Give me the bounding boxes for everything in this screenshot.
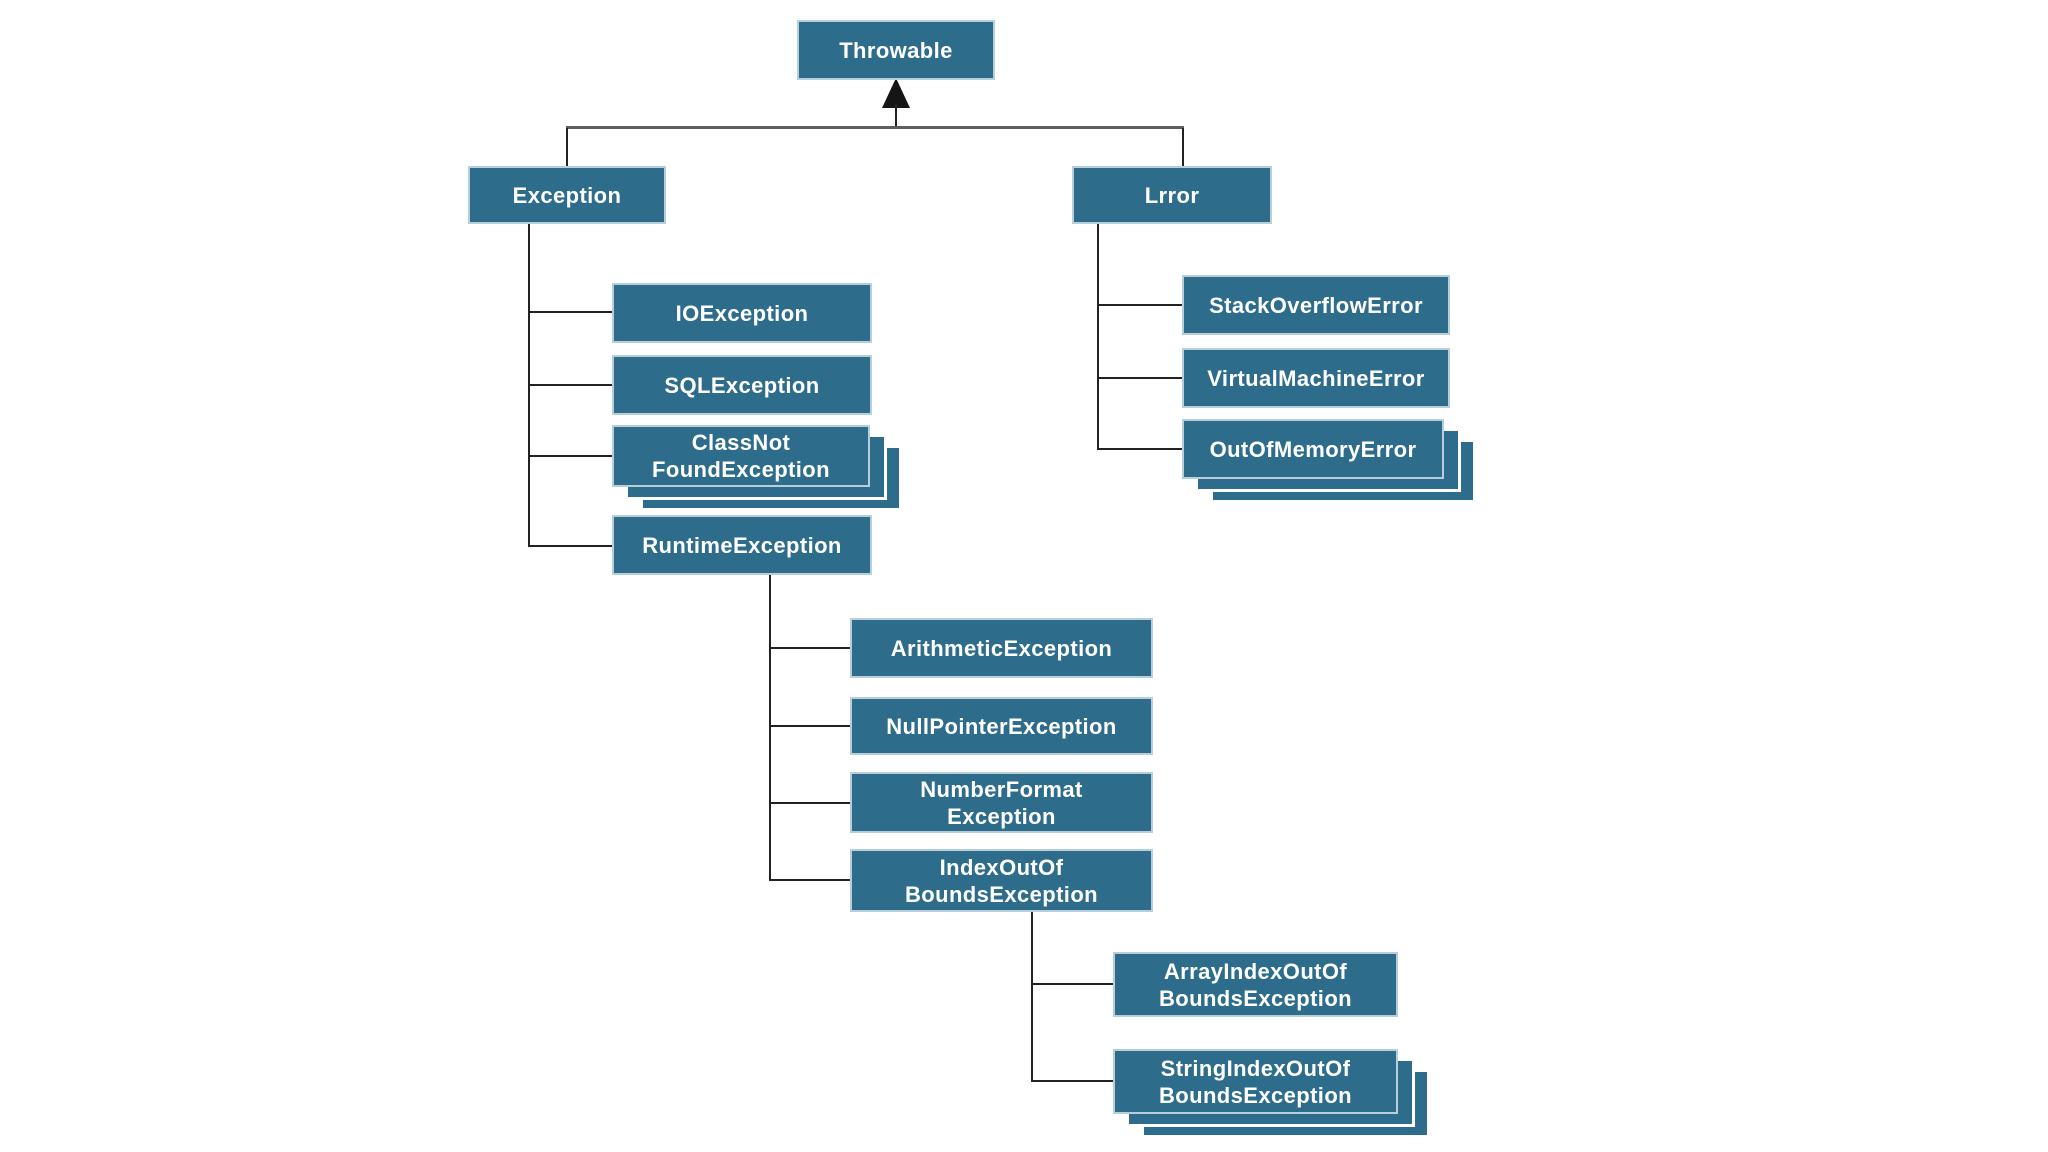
node-outofmemoryerror: OutOfMemoryError <box>1182 419 1444 479</box>
connector-stub-arithmetic <box>769 647 850 649</box>
node-error: Lrror <box>1072 166 1272 224</box>
connector-stub-indexoutofbounds <box>769 879 850 881</box>
node-throwable: Throwable <box>797 20 995 80</box>
node-label: Exception <box>512 182 622 208</box>
connector-error-trunk <box>1097 224 1099 450</box>
connector-drop-exception <box>566 128 568 166</box>
connector-stub-virtualmachine <box>1097 377 1182 379</box>
node-label: ArithmeticException <box>890 635 1113 661</box>
connector-indexoutofbounds-trunk <box>1031 912 1033 1082</box>
node-label-line2: BoundsException <box>1158 985 1352 1011</box>
node-label: VirtualMachineError <box>1207 365 1425 391</box>
node-exception: Exception <box>468 166 666 224</box>
node-label: OutOfMemoryError <box>1209 436 1417 462</box>
node-runtimeexception: RuntimeException <box>612 515 872 575</box>
connector-runtime-trunk <box>769 575 771 881</box>
connector-arrow-stem <box>895 104 897 128</box>
node-stackoverflowerror: StackOverflowError <box>1182 275 1450 335</box>
node-arithmeticexception: ArithmeticException <box>850 618 1153 678</box>
node-label-line2: FoundException <box>652 457 830 482</box>
node-ioexception: IOException <box>612 283 872 343</box>
connector-stub-ioexception <box>528 311 612 313</box>
node-arrayindexoutofboundsexception: ArrayIndexOutOf BoundsException <box>1113 952 1398 1017</box>
node-label-line2: BoundsException <box>1158 1082 1352 1108</box>
connector-stub-classnotfound <box>528 455 612 457</box>
node-label: IOException <box>675 300 809 326</box>
connector-stub-stringindex <box>1031 1080 1113 1082</box>
node-numberformatexception: NumberFormat Exception <box>850 772 1153 833</box>
node-label-line2: BoundsException <box>904 881 1098 907</box>
connector-stub-nullpointer <box>769 725 850 727</box>
inheritance-arrowhead-icon <box>882 78 910 108</box>
connector-top-horizontal <box>566 126 1184 129</box>
connector-stub-runtime <box>528 545 612 547</box>
connector-stub-stackoverflow <box>1097 304 1182 306</box>
node-label: StackOverflowError <box>1209 292 1423 318</box>
node-sqlexception: SQLException <box>612 355 872 415</box>
node-label: NullPointerException <box>886 713 1117 739</box>
node-classnotfoundexception: ClassNot FoundException <box>612 425 870 487</box>
node-label-line1: ClassNot <box>691 430 791 455</box>
node-label: Lrror <box>1144 182 1200 208</box>
connector-stub-outofmemory <box>1097 448 1182 450</box>
node-label-line1: ArrayIndexOutOf <box>1163 958 1348 984</box>
node-label-line1: IndexOutOf <box>939 854 1064 880</box>
node-label-line1: NumberFormat <box>920 776 1083 802</box>
connector-stub-numberformat <box>769 802 850 804</box>
node-stringindexoutofboundsexception: StringIndexOutOf BoundsException <box>1113 1049 1398 1114</box>
node-label: RuntimeException <box>642 532 842 558</box>
connector-stub-arrayindex <box>1031 983 1113 985</box>
node-virtualmachineerror: VirtualMachineError <box>1182 348 1450 408</box>
node-nullpointerexception: NullPointerException <box>850 697 1153 755</box>
node-indexoutofboundsexception: IndexOutOf BoundsException <box>850 849 1153 912</box>
node-label-line2: Exception <box>947 803 1056 829</box>
connector-drop-error <box>1182 128 1184 166</box>
node-label: Throwable <box>839 37 953 63</box>
node-label: SQLException <box>664 372 820 398</box>
connector-stub-sqlexception <box>528 384 612 386</box>
node-label-line1: StringIndexOutOf <box>1160 1055 1351 1081</box>
